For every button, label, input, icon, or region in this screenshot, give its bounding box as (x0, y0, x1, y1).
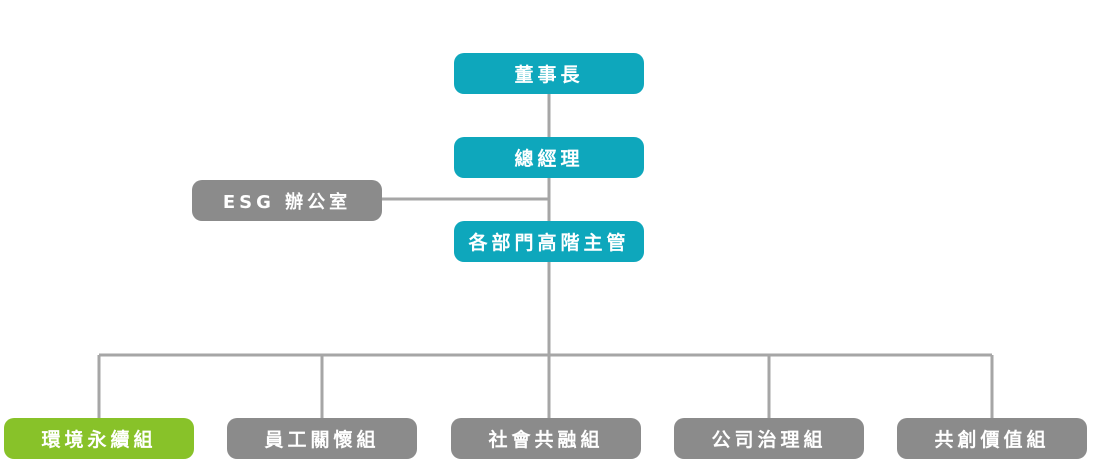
group-social-inclusion: 社會共融組 (451, 418, 641, 459)
group-corporate-governance: 公司治理組 (674, 418, 864, 459)
group-environmental-sustainability: 環境永續組 (4, 418, 194, 459)
chairman-node: 董事長 (454, 53, 644, 94)
group-shared-value: 共創價值組 (897, 418, 1087, 459)
esg-office-node: ESG 辦公室 (192, 180, 382, 221)
group-employee-care: 員工關懷組 (227, 418, 417, 459)
department-heads-node: 各部門高階主管 (454, 221, 644, 262)
general-manager-node: 總經理 (454, 137, 644, 178)
